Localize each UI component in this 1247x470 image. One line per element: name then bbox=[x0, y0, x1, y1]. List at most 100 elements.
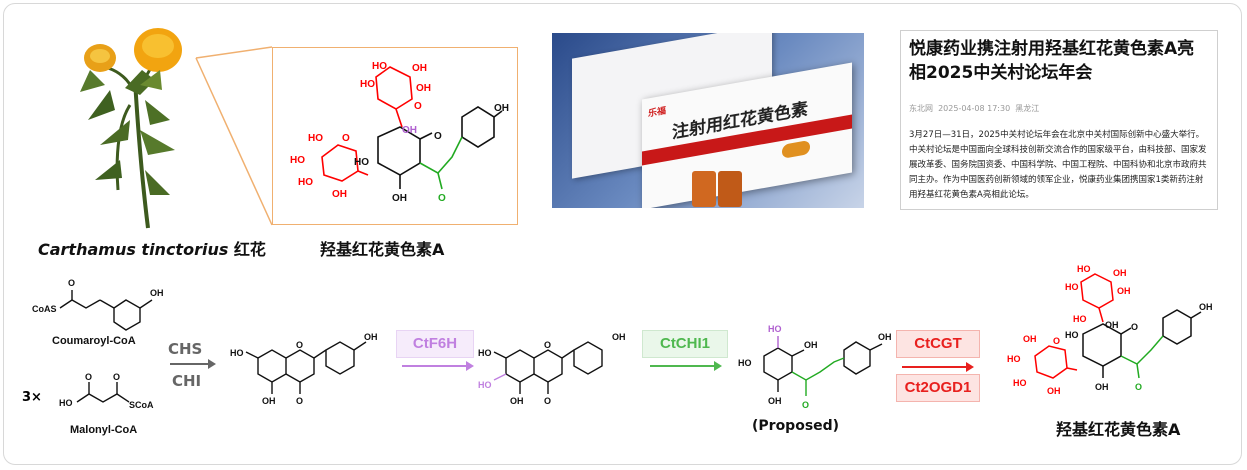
svg-text:OH: OH bbox=[1199, 302, 1213, 312]
substrate-malonyl-label: Malonyl-CoA bbox=[70, 424, 138, 436]
plant-latin-name: Carthamus tinctorius bbox=[38, 240, 229, 259]
svg-text:O: O bbox=[414, 101, 422, 112]
news-date: 2025-04-08 17:30 bbox=[938, 104, 1011, 113]
svg-text:O: O bbox=[434, 131, 442, 142]
svg-text:OH: OH bbox=[510, 396, 524, 406]
product-box-brand: 乐福 bbox=[648, 106, 667, 120]
enzyme-ctcgt-label: CtCGT bbox=[914, 335, 962, 352]
proposed-label: (Proposed) bbox=[752, 418, 840, 434]
coumaroyl-coa-structure: CoAS O OH bbox=[32, 278, 164, 331]
svg-text:HO: HO bbox=[308, 133, 323, 144]
enzyme-ctchi1-box: CtCHI1 bbox=[642, 330, 728, 358]
svg-text:O: O bbox=[1135, 382, 1142, 392]
svg-text:OH: OH bbox=[412, 63, 427, 74]
svg-text:O: O bbox=[1131, 322, 1138, 332]
svg-text:OH: OH bbox=[768, 396, 782, 406]
svg-text:OH: OH bbox=[1117, 286, 1131, 296]
svg-text:OH: OH bbox=[1023, 334, 1037, 344]
safflower-plant-illustration bbox=[80, 28, 182, 229]
svg-text:OH: OH bbox=[612, 332, 626, 342]
product-photo: 乐福 注射用红花黄色素 bbox=[552, 33, 864, 208]
svg-text:OH: OH bbox=[332, 189, 347, 200]
product-box-pill bbox=[782, 139, 810, 159]
svg-text:HO: HO bbox=[1007, 354, 1021, 364]
svg-text:HO: HO bbox=[1065, 282, 1079, 292]
news-meta: 东北网 2025-04-08 17:30 黑龙江 bbox=[909, 103, 1209, 114]
svg-text:OH: OH bbox=[416, 83, 431, 94]
zoom-connector bbox=[195, 46, 273, 226]
svg-text:OH: OH bbox=[150, 288, 164, 298]
news-title: 悦康药业携注射用羟基红花黄色素A亮相2025中关村论坛年会 bbox=[909, 39, 1195, 83]
svg-text:O: O bbox=[1053, 336, 1060, 346]
svg-text:OH: OH bbox=[1095, 382, 1109, 392]
naringenin-structure: HO O OH O OH bbox=[230, 332, 378, 406]
svg-text:CoAS: CoAS bbox=[32, 304, 57, 314]
svg-text:HO: HO bbox=[230, 348, 244, 358]
svg-text:OH: OH bbox=[494, 103, 509, 114]
malonyl-coa-structure: HO O O SCoA bbox=[59, 372, 154, 410]
svg-text:OH: OH bbox=[1047, 386, 1061, 396]
enzyme-ctf6h-box: CtF6H bbox=[396, 330, 474, 358]
plant-chinese-name: 红花 bbox=[228, 240, 266, 259]
svg-text:HO: HO bbox=[478, 380, 492, 390]
svg-text:O: O bbox=[296, 396, 303, 406]
news-place: 黑龙江 bbox=[1015, 104, 1040, 113]
svg-text:OH: OH bbox=[1105, 320, 1119, 330]
svg-text:OH: OH bbox=[402, 125, 417, 136]
plant-caption: Carthamus tinctorius 红花 bbox=[38, 236, 266, 260]
svg-text:HO: HO bbox=[290, 155, 305, 166]
news-clipping: 悦康药业携注射用羟基红花黄色素A亮相2025中关村论坛年会 东北网 2025-0… bbox=[900, 30, 1218, 210]
svg-text:OH: OH bbox=[804, 340, 818, 350]
carthamidin-structure: HO HO O OH O OH bbox=[478, 332, 626, 406]
svg-text:O: O bbox=[438, 193, 446, 204]
enzyme-ctcgt-box: CtCGT bbox=[896, 330, 980, 358]
svg-text:HO: HO bbox=[360, 79, 375, 90]
svg-text:SCoA: SCoA bbox=[129, 400, 154, 410]
product-vial-1 bbox=[692, 171, 716, 207]
news-source: 东北网 bbox=[909, 104, 933, 113]
svg-text:HO: HO bbox=[1077, 264, 1091, 274]
svg-text:O: O bbox=[296, 340, 303, 350]
enzyme-chi-label: CHI bbox=[172, 372, 202, 390]
svg-text:OH: OH bbox=[1113, 268, 1127, 278]
product-vial-2 bbox=[718, 171, 742, 207]
svg-text:HO: HO bbox=[768, 324, 782, 334]
svg-text:O: O bbox=[544, 396, 551, 406]
svg-text:HO: HO bbox=[59, 398, 73, 408]
svg-text:HO: HO bbox=[298, 177, 313, 188]
enzyme-ctchi1-label: CtCHI1 bbox=[659, 335, 710, 352]
structure-highlight-box bbox=[272, 47, 518, 225]
svg-text:HO: HO bbox=[1013, 378, 1027, 388]
svg-text:HO: HO bbox=[738, 358, 752, 368]
compound-caption-top: 羟基红花黄色素A bbox=[320, 240, 445, 259]
arrow-step4 bbox=[902, 362, 974, 372]
svg-text:OH: OH bbox=[364, 332, 378, 342]
svg-text:O: O bbox=[342, 133, 350, 144]
svg-text:O: O bbox=[802, 400, 809, 410]
svg-text:OH: OH bbox=[878, 332, 892, 342]
enzyme-chs-label: CHS bbox=[168, 340, 203, 358]
enzyme-ct2ogd1-label: Ct2OGD1 bbox=[904, 379, 972, 396]
svg-text:HO: HO bbox=[478, 348, 492, 358]
arrow-step3 bbox=[650, 361, 722, 371]
arrow-step1 bbox=[170, 359, 216, 369]
svg-text:OH: OH bbox=[392, 193, 407, 204]
substrate-coumaroyl-label: Coumaroyl-CoA bbox=[52, 335, 136, 347]
svg-text:HO: HO bbox=[372, 61, 387, 72]
svg-text:O: O bbox=[85, 372, 92, 382]
enzyme-ct2ogd1-box: Ct2OGD1 bbox=[896, 374, 980, 402]
svg-text:O: O bbox=[113, 372, 120, 382]
svg-text:O: O bbox=[68, 278, 75, 288]
compound-caption-product: 羟基红花黄色素A bbox=[1056, 420, 1181, 439]
enzyme-ctf6h-label: CtF6H bbox=[412, 335, 458, 352]
arrow-step2 bbox=[402, 361, 474, 371]
svg-text:HO: HO bbox=[354, 157, 369, 168]
proposed-chalcone-structure: HO OH HO OH O OH bbox=[738, 324, 892, 410]
svg-text:HO: HO bbox=[1065, 330, 1079, 340]
svg-text:OH: OH bbox=[262, 396, 276, 406]
news-body: 3月27日—31日，2025中关村论坛年会在北京中关村国际创新中心盛大举行。中关… bbox=[909, 130, 1207, 200]
svg-text:O: O bbox=[544, 340, 551, 350]
svg-text:HO: HO bbox=[1073, 314, 1087, 324]
multiplier-label: 3× bbox=[22, 390, 42, 405]
